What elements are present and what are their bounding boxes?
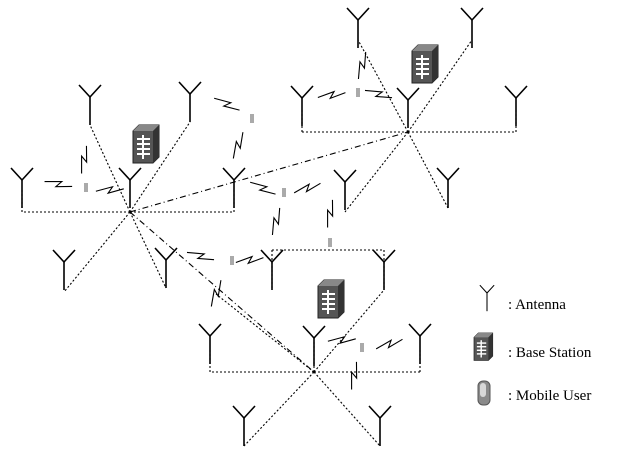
legend-base-station-label: : Base Station — [508, 345, 592, 361]
lightning-link-icon — [268, 206, 284, 237]
antenna-icon — [368, 405, 392, 447]
antenna-icon — [154, 247, 178, 289]
antenna-icon — [198, 323, 222, 365]
legend-mobile-user-icon — [477, 380, 491, 406]
antenna-icon — [408, 323, 432, 365]
legend-base-station-icon — [473, 332, 494, 362]
lightning-link-icon — [95, 185, 125, 195]
dotted-links — [21, 39, 517, 447]
lightning-link-icon — [316, 89, 347, 101]
antenna-icon — [118, 167, 142, 209]
lightning-link-icon — [78, 144, 90, 175]
legend-antenna-label: : Antenna — [508, 297, 566, 313]
antenna-icon — [10, 167, 34, 209]
legend-mobile-user-label: : Mobile User — [508, 388, 591, 404]
mobile-users — [84, 88, 364, 352]
antenna-icon — [52, 249, 76, 291]
antenna-icon — [346, 7, 370, 49]
wireless-links — [43, 50, 405, 391]
antenna-icon — [333, 169, 357, 211]
antenna-icon — [78, 84, 102, 126]
lightning-link-icon — [327, 335, 357, 345]
lightning-link-icon — [363, 86, 394, 102]
antenna-icon — [302, 325, 326, 367]
antenna-icon — [436, 167, 460, 209]
lightning-link-icon — [348, 360, 360, 391]
base-station-icon — [317, 279, 345, 319]
antenna-icon — [290, 85, 314, 127]
antennas — [10, 7, 528, 447]
base-station-icon — [132, 124, 160, 164]
legend: : Antenna : Base Station : Mobile User — [473, 284, 592, 406]
base-stations — [132, 44, 439, 319]
lightning-link-icon — [248, 179, 278, 198]
legend-antenna-icon — [479, 284, 495, 312]
antenna-icon — [232, 405, 256, 447]
lightning-link-icon — [43, 178, 74, 190]
lightning-link-icon — [292, 179, 323, 197]
base-station-icon — [411, 44, 439, 84]
antenna-icon — [222, 167, 246, 209]
antenna-icon — [178, 81, 202, 123]
lightning-link-icon — [234, 254, 265, 266]
lightning-link-icon — [374, 335, 405, 353]
lightning-link-icon — [185, 248, 216, 264]
lightning-link-icon — [324, 198, 336, 229]
dashdot-links — [129, 131, 409, 373]
lightning-link-icon — [207, 278, 225, 309]
antenna-icon — [396, 87, 420, 129]
lightning-link-icon — [354, 50, 370, 81]
antenna-icon — [504, 85, 528, 127]
lightning-link-icon — [229, 130, 247, 161]
lightning-link-icon — [212, 95, 242, 114]
antenna-icon — [460, 7, 484, 49]
